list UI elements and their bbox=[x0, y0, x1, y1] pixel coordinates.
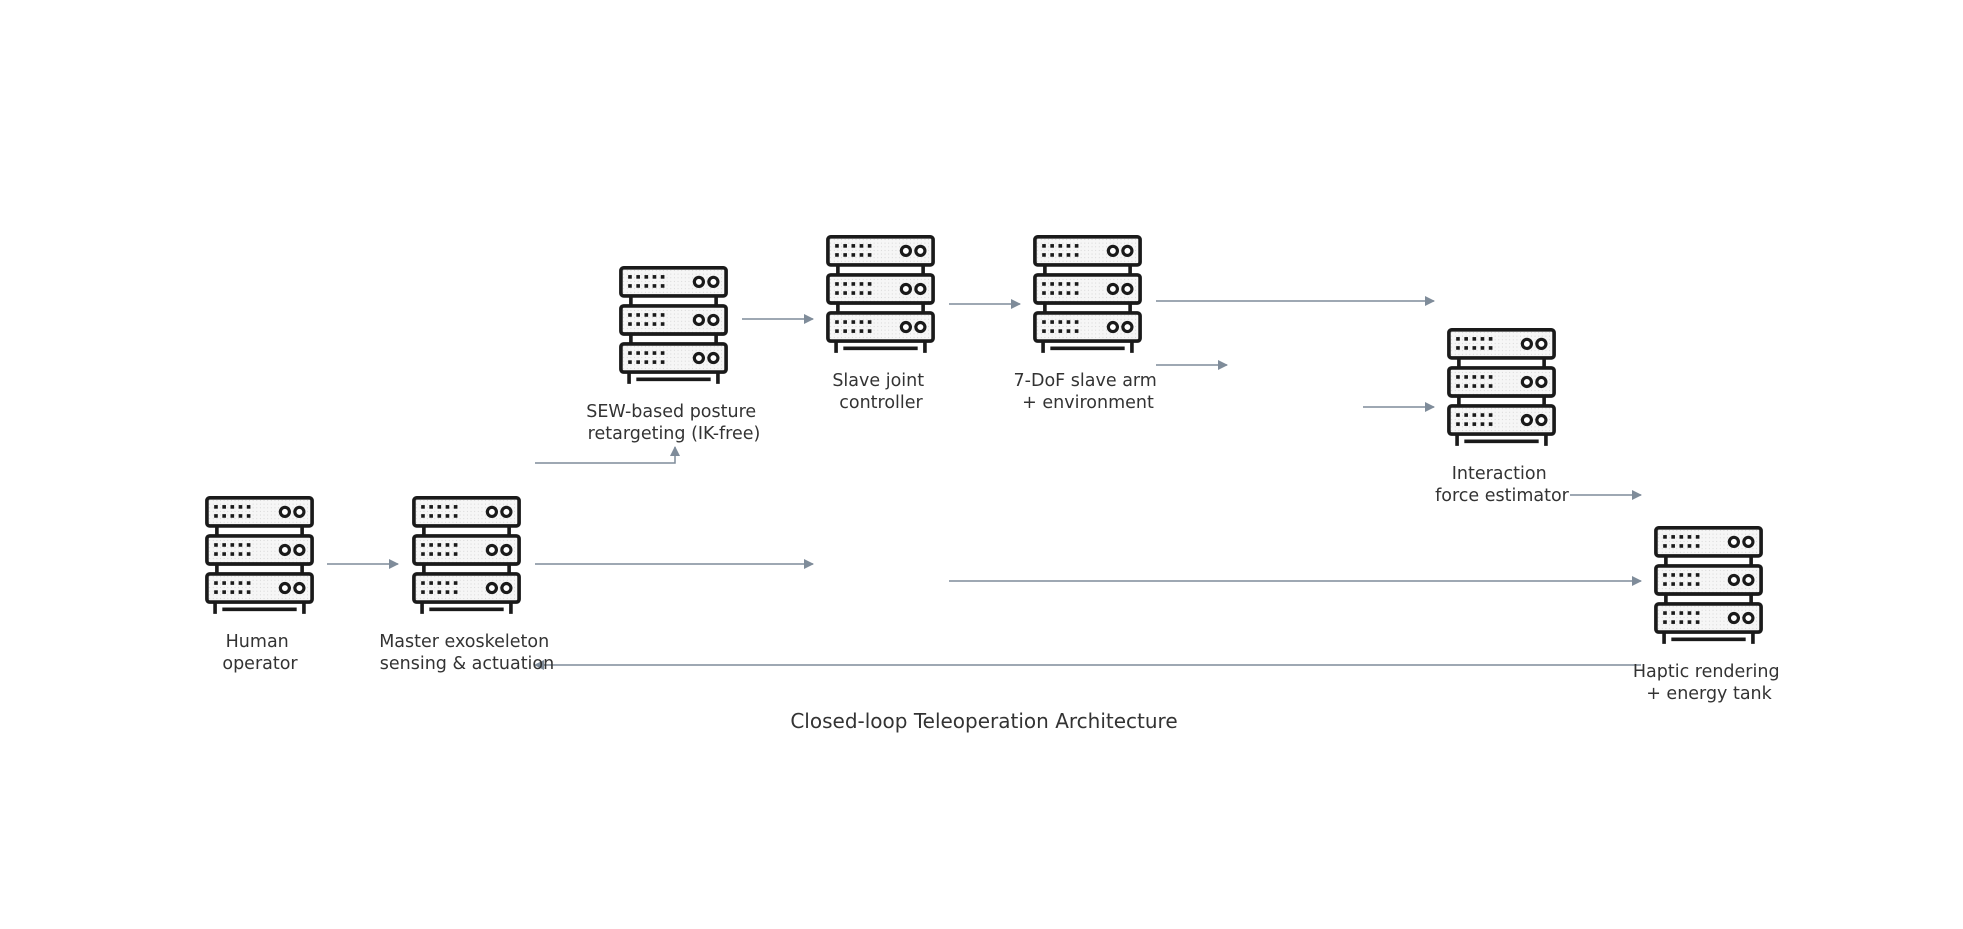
server-rack-icon bbox=[1656, 528, 1761, 644]
node-label-line: Interaction bbox=[1452, 464, 1547, 484]
node-label-line: sensing & actuation bbox=[380, 654, 554, 674]
node-slavejoint: Slave joint controller bbox=[828, 237, 933, 413]
edge-master-to-sew bbox=[535, 446, 680, 464]
svg-text:Master exoskeleton sensi: Master exoskeleton sensing & actuation bbox=[379, 632, 555, 674]
node-force-estimator: Interaction force estimator bbox=[1435, 330, 1570, 506]
node-label-line: 7-DoF slave arm bbox=[1014, 371, 1157, 391]
node-master: Master exoskeleton sensing & actuation bbox=[379, 498, 555, 674]
server-rack-icon bbox=[1449, 330, 1554, 446]
node-label-line: operator bbox=[222, 654, 298, 674]
node-slavearm: 7-DoF slave arm + environment bbox=[1014, 237, 1163, 413]
svg-text:Interaction force estima: Interaction force estimator bbox=[1435, 464, 1570, 506]
node-sew: SEW-based posture retargeting (IK-free) bbox=[586, 268, 762, 444]
node-label-line: retargeting (IK-free) bbox=[588, 424, 761, 444]
node-label-line: Slave joint bbox=[832, 371, 924, 391]
node-label-line: Haptic rendering bbox=[1633, 662, 1780, 682]
node-label-line: + environment bbox=[1022, 393, 1154, 413]
node-label-line: SEW-based posture bbox=[586, 402, 756, 422]
svg-text:7-DoF slave arm + enviro: 7-DoF slave arm + environment bbox=[1014, 371, 1163, 413]
server-rack-icon bbox=[207, 498, 312, 614]
node-label-line: Master exoskeleton bbox=[379, 632, 549, 652]
node-label-line: Human bbox=[226, 632, 289, 652]
server-rack-icon bbox=[828, 237, 933, 353]
node-human: Human operator bbox=[207, 498, 312, 674]
svg-text:SEW-based posture retarg: SEW-based posture retargeting (IK-free) bbox=[586, 402, 762, 444]
node-haptic: Haptic rendering + energy tank bbox=[1633, 528, 1785, 704]
svg-text:Haptic rendering + energ: Haptic rendering + energy tank bbox=[1633, 662, 1785, 704]
node-label-line: + energy tank bbox=[1646, 684, 1772, 704]
node-label-line: controller bbox=[839, 393, 923, 413]
svg-text:Human operator: Human operator bbox=[222, 632, 298, 674]
edges bbox=[327, 296, 1642, 670]
server-rack-icon bbox=[1035, 237, 1140, 353]
diagram-title: Closed-loop Teleoperation Architecture bbox=[790, 709, 1177, 733]
server-rack-icon bbox=[414, 498, 519, 614]
node-label-line: force estimator bbox=[1435, 486, 1570, 506]
server-rack-icon bbox=[621, 268, 726, 384]
svg-text:Slave joint controller: Slave joint controller bbox=[832, 371, 929, 413]
